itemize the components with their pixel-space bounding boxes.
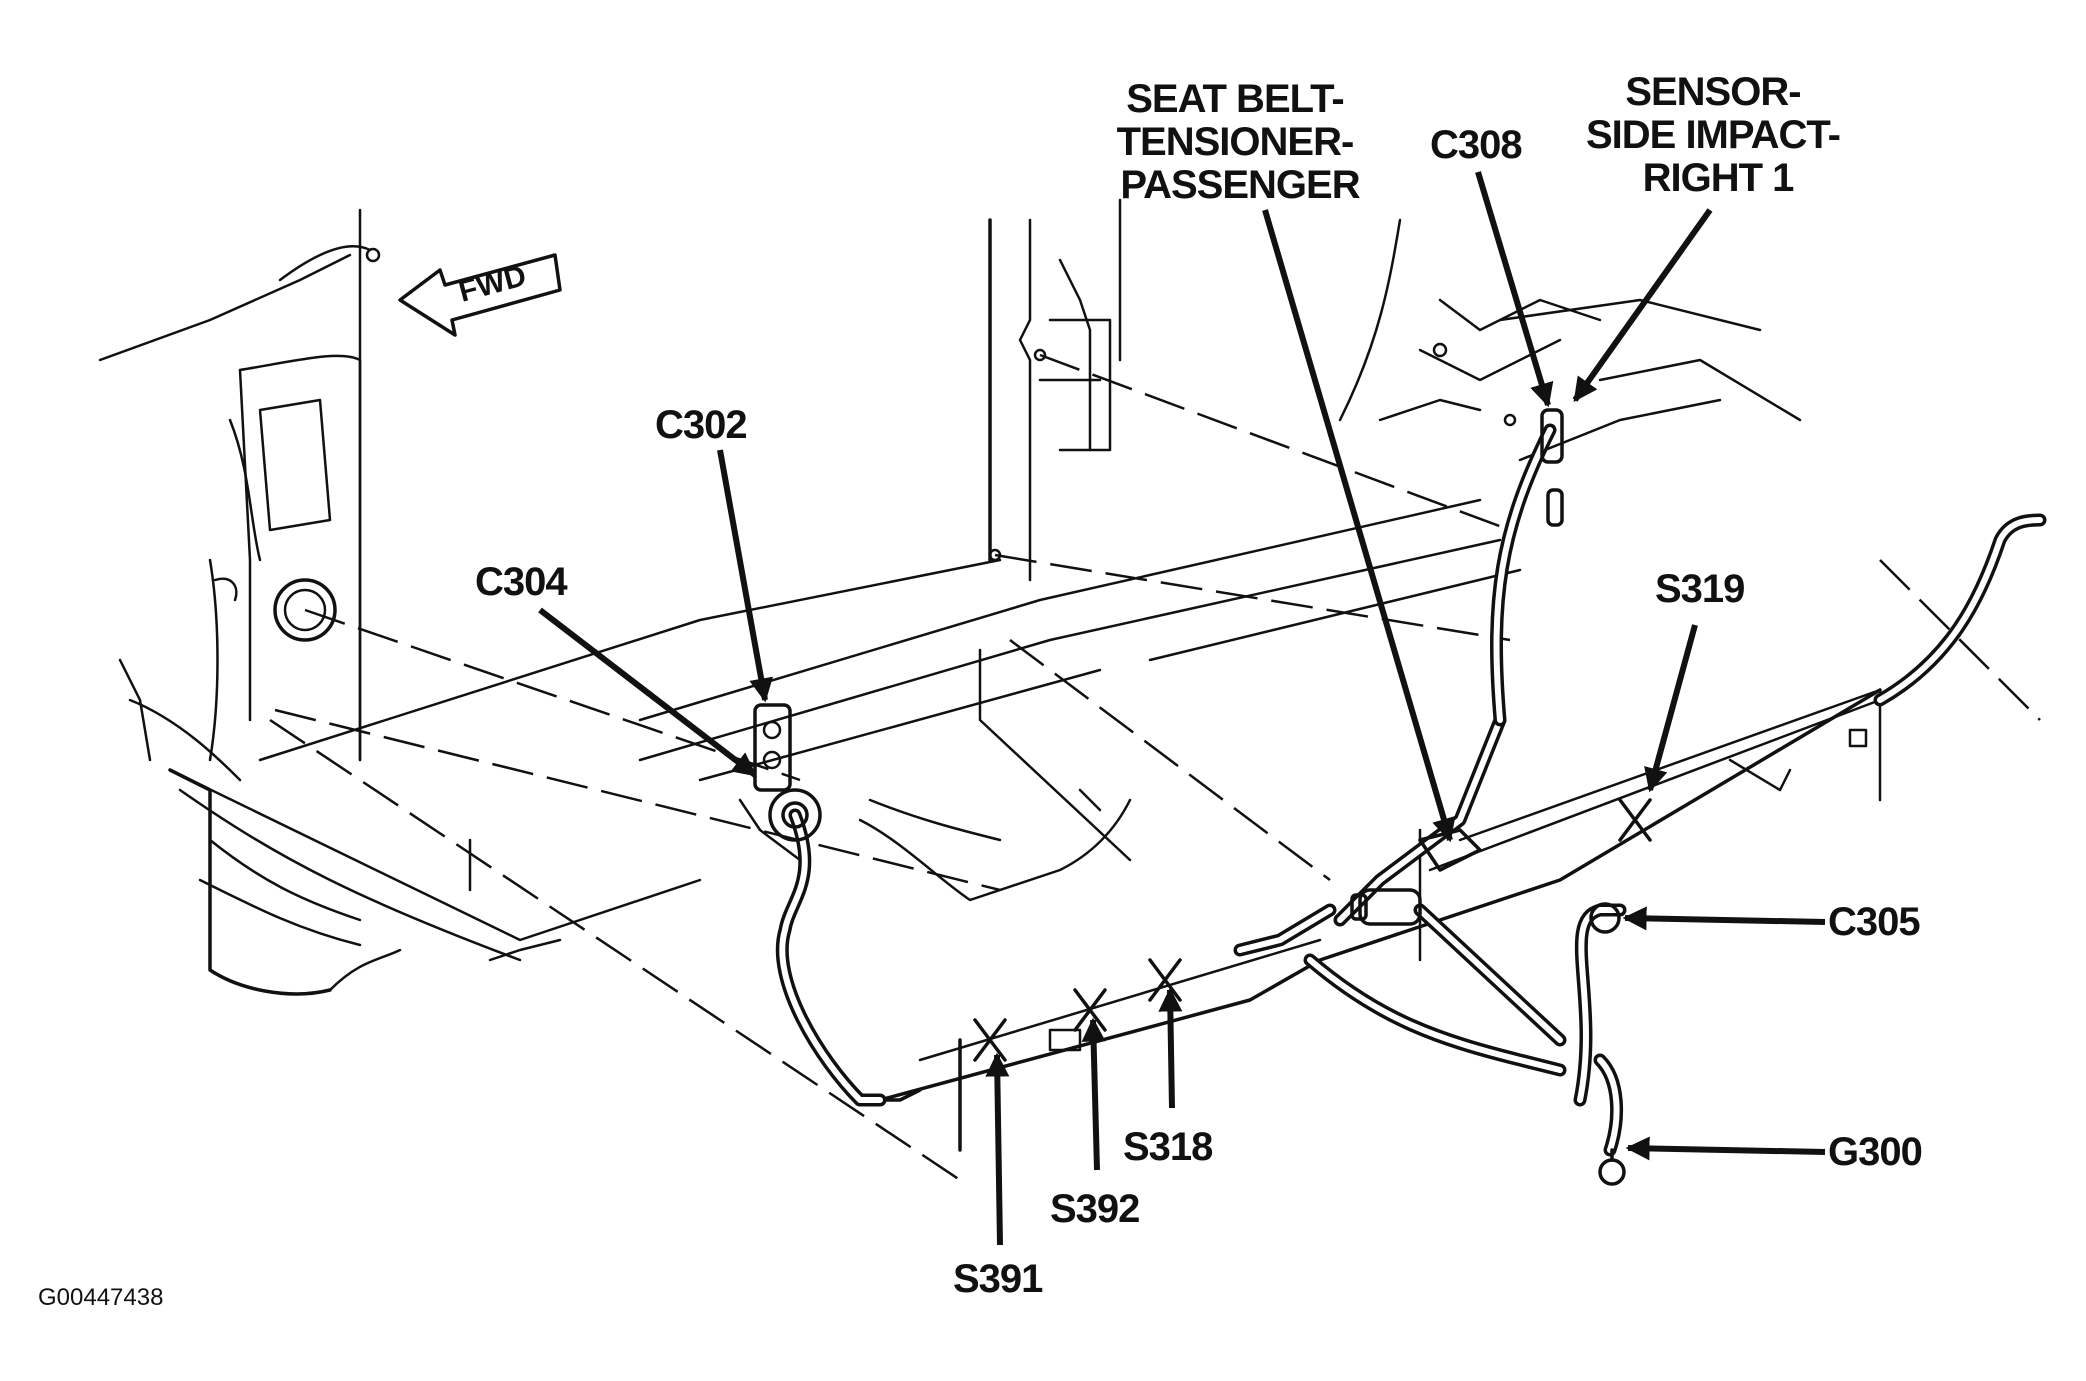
- label-c302: C302: [655, 403, 747, 447]
- leader-lines: [538, 171, 1826, 1246]
- left-sill-panel: [168, 558, 1002, 996]
- b-pillar: [988, 198, 1122, 582]
- connector-c308: [1540, 408, 1564, 527]
- label-s392: S392: [1050, 1187, 1139, 1231]
- label-c305: C305: [1828, 900, 1920, 944]
- component-labels: C302 C304 C308 C305 G300 S319 S318 S392 …: [38, 70, 1923, 1311]
- right-quarter-panel: [1338, 218, 1802, 462]
- explode-lines: [269, 353, 2041, 1182]
- label-c308: C308: [1430, 123, 1522, 167]
- label-s391: S391: [953, 1257, 1043, 1301]
- label-side-impact-sensor: SENSOR- SIDE IMPACT- RIGHT 1: [1586, 70, 1850, 200]
- label-s319: S319: [1655, 567, 1744, 611]
- label-c304: C304: [475, 560, 568, 604]
- splice-marks: [973, 728, 1868, 1062]
- label-seat-belt-tensioner: SEAT BELT- TENSIONER- PASSENGER: [1117, 77, 1364, 207]
- connector-c304: [768, 788, 822, 842]
- label-s318: S318: [1123, 1125, 1213, 1169]
- left-door-frame: [98, 208, 381, 782]
- ground-g300: [1598, 1148, 1626, 1186]
- floor-pan: [638, 498, 1522, 902]
- connector-c302: [753, 703, 792, 792]
- connector-c305: [1589, 902, 1621, 934]
- forward-arrow-icon: FWD: [398, 253, 562, 337]
- label-g300: G300: [1828, 1130, 1922, 1174]
- wiring-harness: [775, 423, 2047, 1157]
- figure-id: G00447438: [38, 1284, 163, 1311]
